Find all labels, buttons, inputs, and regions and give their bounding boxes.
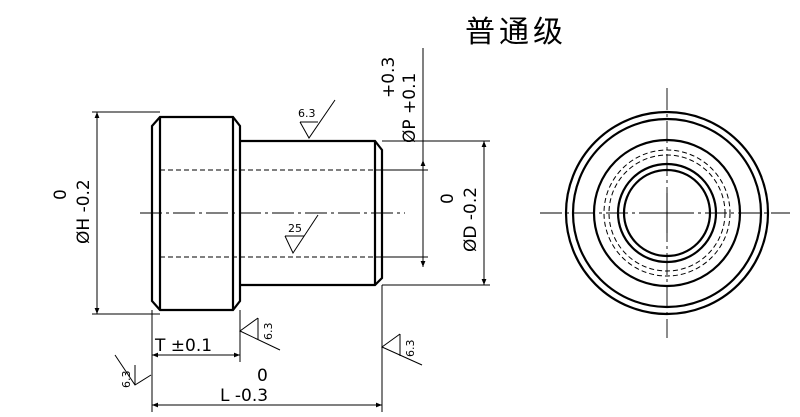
svg-text:ØP +0.1: ØP +0.1 bbox=[400, 73, 420, 143]
svg-text:6.3: 6.3 bbox=[262, 323, 275, 341]
bore-circle-inner bbox=[622, 168, 712, 258]
flange-outline bbox=[150, 115, 242, 312]
svg-text:0: 0 bbox=[51, 189, 71, 200]
hidden-circle-chamfer bbox=[603, 149, 731, 277]
hidden-circle-p bbox=[608, 154, 726, 272]
svg-text:ØD -0.2: ØD -0.2 bbox=[461, 187, 481, 252]
side-view bbox=[540, 88, 790, 338]
front-view: 6.3 25 bbox=[140, 99, 405, 312]
grade-title: 普通级 bbox=[465, 15, 567, 50]
roughness-symbol-bore: 25 bbox=[284, 214, 319, 255]
svg-text:T ±0.1: T ±0.1 bbox=[154, 336, 212, 356]
svg-text:6.3: 6.3 bbox=[298, 107, 316, 120]
svg-text:ØH -0.2: ØH -0.2 bbox=[74, 179, 94, 244]
shaft-outline bbox=[240, 139, 384, 287]
svg-text:6.3: 6.3 bbox=[120, 371, 133, 389]
dimension-d: ØD -0.2 0 bbox=[382, 140, 490, 286]
circle-d bbox=[592, 138, 742, 288]
svg-text:+0.3: +0.3 bbox=[379, 57, 399, 98]
dimension-t: T ±0.1 bbox=[151, 310, 241, 362]
roughness-symbol-top: 6.3 bbox=[298, 99, 336, 139]
dimension-h: ØH -0.2 0 bbox=[51, 111, 160, 315]
svg-text:L -0.3: L -0.3 bbox=[220, 386, 268, 406]
bore-circle-outer bbox=[616, 162, 718, 264]
svg-text:0: 0 bbox=[438, 193, 458, 204]
roughness-symbol-flange-face: 6.3 bbox=[239, 317, 281, 351]
svg-text:6.3: 6.3 bbox=[404, 340, 417, 358]
svg-text:25: 25 bbox=[288, 222, 302, 235]
outer-circle-h bbox=[564, 110, 770, 316]
roughness-symbol-general: 6.3 bbox=[114, 354, 152, 389]
svg-text:0: 0 bbox=[257, 366, 268, 386]
chamfer-circle-h bbox=[571, 117, 763, 309]
roughness-symbol-shaft-end: 6.3 bbox=[381, 333, 423, 366]
dimension-l: 0 L -0.3 bbox=[151, 285, 383, 412]
dimension-p: ØP +0.1 +0.3 bbox=[379, 48, 428, 267]
